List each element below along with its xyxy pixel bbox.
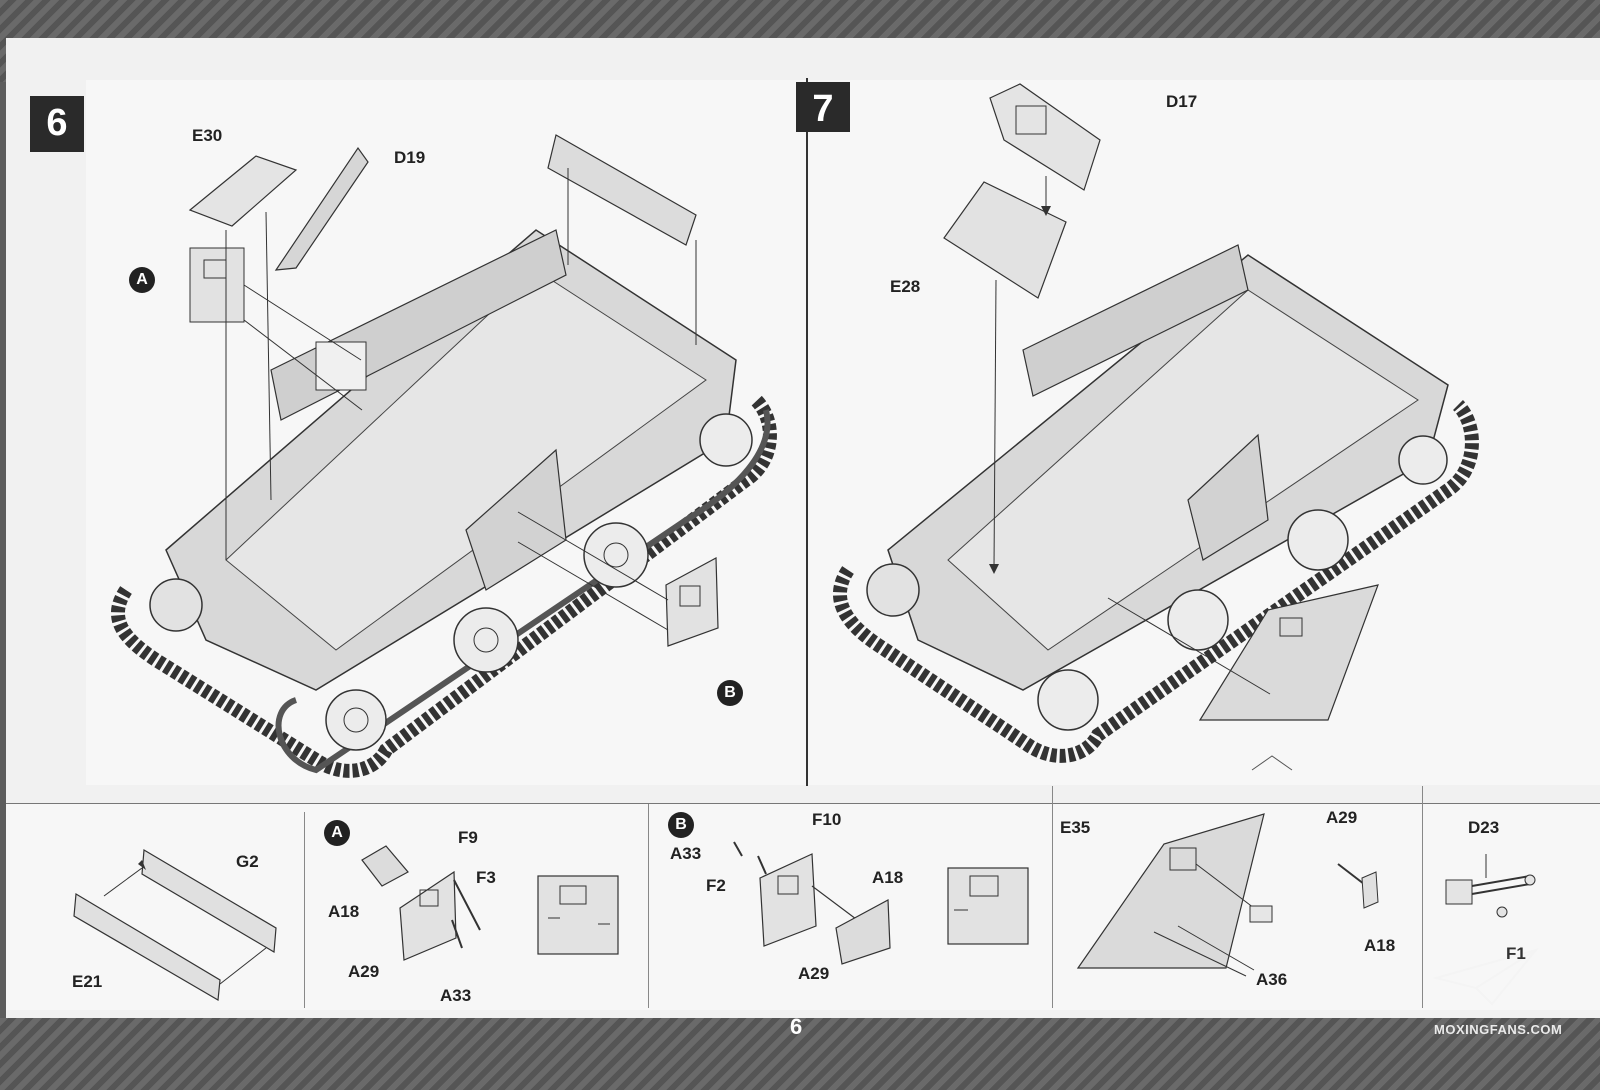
label-e21: E21 <box>72 972 103 991</box>
label-g2: G2 <box>236 852 259 871</box>
label-a-a18: A18 <box>328 902 360 921</box>
label-plate-a36: A36 <box>1256 970 1288 989</box>
subassembly-b-badge: B <box>668 812 694 838</box>
label-d23: D23 <box>1468 818 1500 837</box>
label-a-a33: A33 <box>440 986 472 1005</box>
step-divider <box>806 78 808 786</box>
watermark-text: MOXINGFANS.COM <box>1434 1022 1563 1037</box>
label-plate-a18: A18 <box>1364 936 1396 955</box>
label-b-f2: F2 <box>706 876 726 895</box>
label-b-a33: A33 <box>670 844 702 863</box>
label-d19: D19 <box>394 148 426 167</box>
subassembly-a-badge: A <box>324 820 350 846</box>
step-6-hull-drawing <box>110 134 777 778</box>
strip-divider-4 <box>1422 786 1423 1008</box>
label-b-a29: A29 <box>798 964 830 983</box>
callout-b: B <box>717 680 743 706</box>
label-a-f3: F3 <box>476 868 496 887</box>
strip-top-rule <box>6 803 1600 804</box>
callout-a: A <box>129 267 155 293</box>
label-b-f10: F10 <box>812 810 842 829</box>
strip-divider-2 <box>648 804 649 1008</box>
strip-divider-3 <box>1052 786 1053 1008</box>
label-plate-e35: E35 <box>1060 818 1091 837</box>
bottom-border-band <box>0 1018 1600 1090</box>
step-6-badge: 6 <box>30 96 84 152</box>
d23-subassembly-drawing <box>1445 854 1536 918</box>
step-7-badge: 7 <box>796 82 850 132</box>
label-a-a29: A29 <box>348 962 380 981</box>
label-e28: E28 <box>890 277 921 296</box>
subassembly-b-drawing <box>733 841 1029 965</box>
step-7-hull-drawing <box>832 83 1479 771</box>
label-e30: E30 <box>192 126 223 145</box>
label-plate-a29: A29 <box>1326 808 1358 827</box>
label-b-a18: A18 <box>872 868 904 887</box>
paper-plane-logo <box>1432 948 1539 1006</box>
strip-divider-1 <box>304 812 305 1008</box>
label-d23-f1: F1 <box>1506 944 1526 963</box>
page-number: 6 <box>790 1014 803 1039</box>
subassembly-a-drawing <box>361 845 619 961</box>
label-a-f9: F9 <box>458 828 478 847</box>
label-d17: D17 <box>1166 92 1198 111</box>
rails-subassembly-drawing <box>73 848 277 1001</box>
plate-subassembly-drawing <box>1076 813 1379 977</box>
